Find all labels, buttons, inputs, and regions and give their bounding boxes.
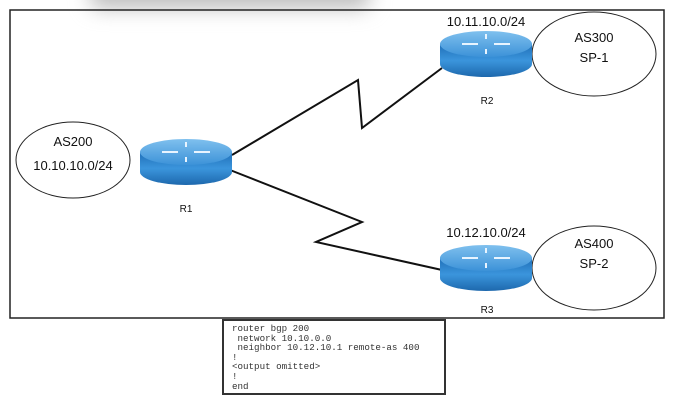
bgp-config-box: router bgp 200 network 10.10.0.0 neighbo…	[222, 319, 446, 395]
router-r2-icon	[439, 30, 533, 78]
config-line: !	[232, 351, 238, 363]
as300-name: SP-1	[580, 50, 609, 65]
as400-label: AS400	[574, 236, 613, 251]
config-line: <output omitted>	[232, 361, 321, 373]
r1-label: R1	[180, 204, 193, 215]
r3-network: 10.12.10.0/24	[446, 225, 526, 240]
r2-label: R2	[481, 96, 494, 107]
config-line: end	[232, 380, 249, 392]
link-r1-r2	[231, 67, 443, 156]
r3-label: R3	[481, 305, 494, 316]
top-shadow	[90, 0, 370, 8]
config-line: network 10.10.0.0	[232, 332, 332, 344]
link-r1-r3	[229, 169, 443, 271]
router-r3-icon	[439, 244, 533, 292]
as400-name: SP-2	[580, 256, 609, 271]
diagram-frame	[9, 9, 665, 319]
router-r1-icon	[139, 138, 233, 186]
as200-cloud	[15, 121, 131, 199]
as200-network: 10.10.10.0/24	[33, 158, 113, 173]
r2-network: 10.11.10.0/24	[447, 14, 526, 29]
config-line: router bgp 200	[232, 323, 310, 334]
as300-label: AS300	[574, 30, 613, 45]
config-line: neighbor 10.12.10.1 remote-as 400	[232, 342, 420, 354]
as200-label: AS200	[53, 134, 92, 149]
config-line: !	[232, 370, 238, 382]
